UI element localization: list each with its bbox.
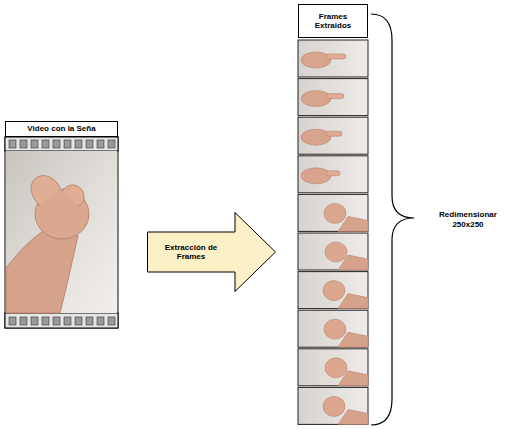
resize-label: Redimensionar 250x250 xyxy=(418,210,518,229)
sprocket-hole xyxy=(20,140,27,148)
frames-header: Frames Extraidos xyxy=(298,4,368,38)
finger xyxy=(326,171,340,176)
extracted-frame xyxy=(298,349,368,386)
sprocket-hole xyxy=(64,140,71,148)
sprocket-hole xyxy=(9,317,16,325)
extracted-frame xyxy=(298,387,368,424)
frame-border xyxy=(298,233,368,270)
film-strip xyxy=(5,313,118,328)
video-frame xyxy=(5,137,118,328)
sprocket-hole xyxy=(108,317,115,325)
fist xyxy=(325,242,347,262)
sprocket-hole xyxy=(64,317,71,325)
video-image xyxy=(6,151,117,313)
sprocket-holes xyxy=(9,140,115,325)
sprocket-hole xyxy=(97,140,104,148)
curly-brace xyxy=(371,14,414,425)
sprocket-hole xyxy=(31,140,38,148)
extracted-frame xyxy=(298,156,368,193)
sprocket-hole xyxy=(53,317,60,325)
node-text: Frames Extraidos xyxy=(302,12,364,30)
sprocket-hole xyxy=(42,317,49,325)
block-arrow: Extracción de Frames xyxy=(147,212,276,292)
finger xyxy=(326,54,346,59)
extracted-frame xyxy=(298,194,368,231)
finger xyxy=(31,176,60,206)
film-strip xyxy=(5,137,118,151)
extracted-frame xyxy=(298,272,368,309)
arrow-shape xyxy=(147,212,276,292)
extracted-frame xyxy=(298,79,368,116)
sprocket-hole xyxy=(86,317,93,325)
sprocket-hole xyxy=(31,317,38,325)
sprocket-hole xyxy=(108,140,115,148)
thumb xyxy=(62,185,84,206)
frame-border xyxy=(298,40,368,77)
fist xyxy=(323,281,345,301)
fist xyxy=(324,203,346,223)
sprocket-hole xyxy=(42,140,49,148)
sprocket-hole xyxy=(75,140,82,148)
fist xyxy=(323,396,345,416)
frame-border xyxy=(298,310,368,347)
finger xyxy=(326,94,344,99)
frame-border xyxy=(298,117,368,154)
video-border xyxy=(5,137,118,328)
fist xyxy=(325,358,347,378)
node-text: Extracción de Frames xyxy=(147,243,235,261)
sprocket-hole xyxy=(53,140,60,148)
extracted-frame xyxy=(298,233,368,270)
frame-border xyxy=(298,194,368,231)
frame-border xyxy=(298,349,368,386)
arm xyxy=(6,228,78,313)
sprocket-hole xyxy=(20,317,27,325)
video-header: Video con la Seña xyxy=(5,121,118,137)
sprocket-hole xyxy=(97,317,104,325)
sprocket-hole xyxy=(9,140,16,148)
frame-border xyxy=(298,79,368,116)
sprocket-hole xyxy=(75,317,82,325)
node-text: Video con la Seña xyxy=(27,124,95,133)
arrow-outline xyxy=(148,213,276,292)
extracted-frame xyxy=(298,117,368,154)
frame-border xyxy=(298,272,368,309)
extracted-frame xyxy=(298,310,368,347)
frame-stack xyxy=(298,40,368,424)
frame-border xyxy=(298,156,368,193)
hand xyxy=(301,168,331,184)
hand xyxy=(301,91,331,107)
extracted-frame xyxy=(298,40,368,77)
fist xyxy=(324,319,346,339)
sprocket-hole xyxy=(86,140,93,148)
frame-border xyxy=(298,387,368,424)
finger xyxy=(326,131,342,136)
